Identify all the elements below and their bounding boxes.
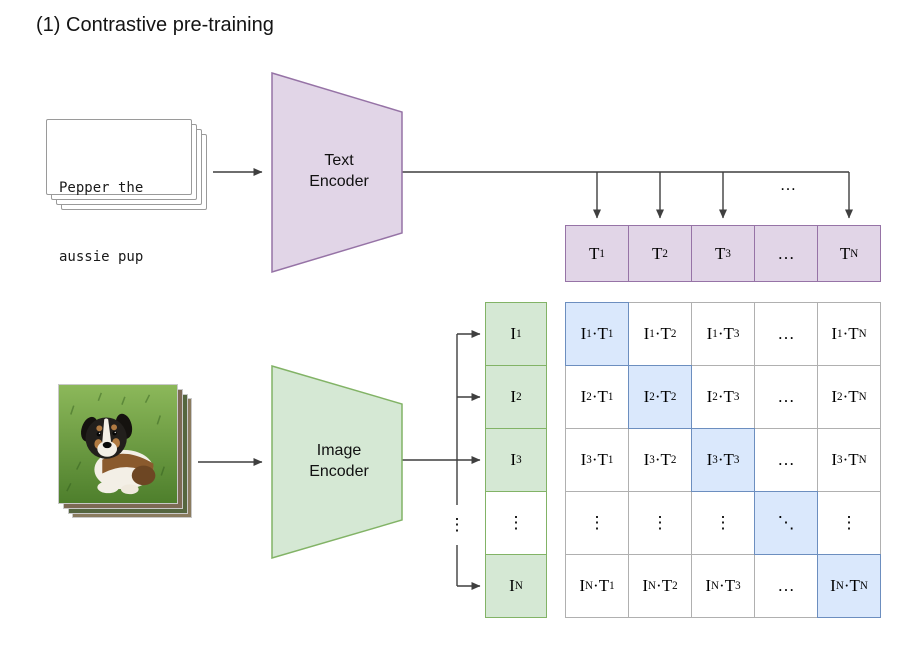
image-encoder-shape — [271, 364, 403, 560]
matrix-cell-4-1: ⋮ — [565, 491, 629, 555]
matrix-cell-2-4: … — [754, 365, 818, 429]
matrix-cell-1-4: … — [754, 302, 818, 366]
text-input-card-stack: Pepper the aussie pup — [46, 119, 261, 265]
ellipsis-on-image-branch: ⋮ — [447, 505, 467, 545]
photo-front — [58, 384, 178, 504]
image-encoder-label: Image Encoder — [309, 442, 369, 480]
figure-title: (1) Contrastive pre-training — [36, 14, 274, 36]
text-encoder-shape — [271, 71, 403, 274]
image-input-photo-stack — [58, 384, 198, 524]
matrix-cell-4-5: ⋮ — [817, 491, 881, 555]
text-embedding-cell-4: … — [754, 225, 818, 282]
puppy — [81, 413, 156, 495]
matrix-cell-4-4: ⋱ — [754, 491, 818, 555]
matrix-cell-4-3: ⋮ — [691, 491, 755, 555]
image-embedding-cell-4: ⋮ — [485, 491, 547, 555]
text-encoder-label: Text Encoder — [309, 152, 369, 190]
text-input-line-2: aussie pup — [59, 249, 144, 266]
text-input-caption: Pepper the aussie pup — [59, 131, 143, 316]
ellipsis-between-text-arrows: … — [780, 177, 796, 194]
matrix-cell-5-4: … — [754, 554, 818, 618]
text-input-line-1: Pepper the — [59, 180, 144, 197]
matrix-cell-3-4: … — [754, 428, 818, 492]
matrix-cell-4-2: ⋮ — [628, 491, 692, 555]
text-card-front: Pepper the aussie pup — [46, 119, 192, 265]
puppy-photo — [59, 385, 177, 503]
